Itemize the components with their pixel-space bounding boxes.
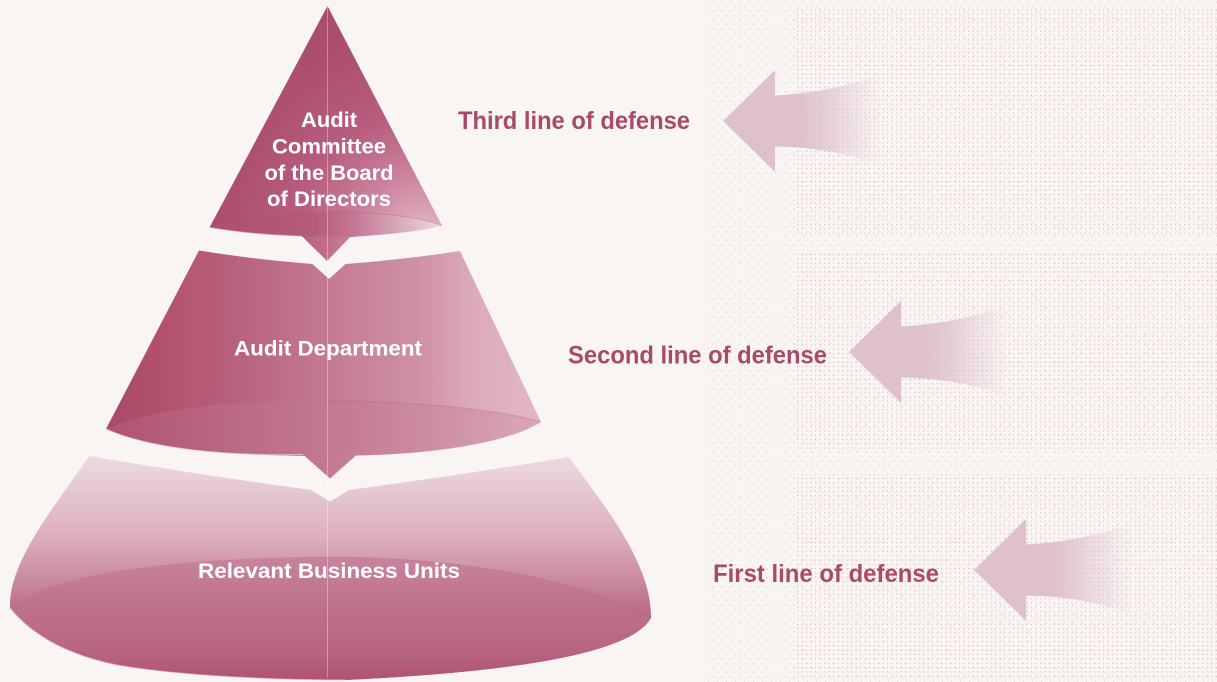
svg-text:Committee: Committee xyxy=(272,134,386,158)
svg-text:Third line of defense: Third line of defense xyxy=(458,107,690,135)
svg-text:of Directors: of Directors xyxy=(267,187,391,211)
svg-text:First line of defense: First line of defense xyxy=(713,560,939,588)
svg-text:Audit: Audit xyxy=(301,108,357,132)
svg-text:of the Board: of the Board xyxy=(265,161,394,185)
svg-text:Audit Department: Audit Department xyxy=(234,336,422,360)
svg-text:Relevant Business Units: Relevant Business Units xyxy=(198,559,460,583)
svg-text:Second line of defense: Second line of defense xyxy=(568,341,827,369)
